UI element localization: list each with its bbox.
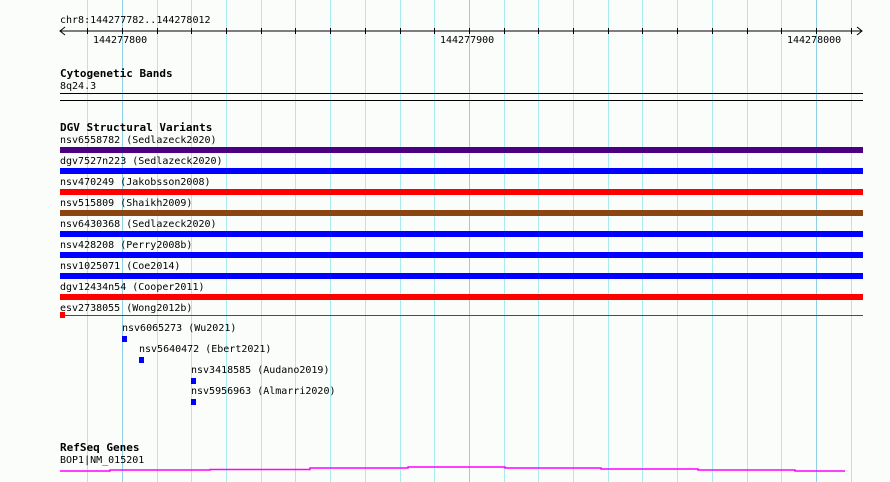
variant-block[interactable] — [122, 336, 127, 342]
grid-line — [330, 0, 331, 482]
gene-feature[interactable] — [0, 460, 890, 480]
variant-bar[interactable] — [60, 168, 863, 174]
track-separator — [60, 100, 863, 101]
variant-label: nsv1025071 (Coe2014) — [60, 261, 181, 272]
variant-block[interactable] — [191, 399, 196, 405]
variant-label: dgv12434n54 (Cooper2011) — [60, 282, 205, 293]
grid-line — [608, 0, 609, 482]
variant-label: nsv6558782 (Sedlazeck2020) — [60, 135, 217, 146]
grid-line — [677, 0, 678, 482]
variant-label: esv2738055 (Wong2012b) — [60, 303, 193, 314]
variant-bar[interactable] — [60, 273, 863, 279]
grid-line — [365, 0, 366, 482]
cytoband-label: 8q24.3 — [60, 81, 97, 92]
track-title-cytobands: Cytogenetic Bands — [60, 67, 173, 80]
variant-label: nsv470249 (Jakobsson2008) — [60, 177, 211, 188]
variant-label: nsv3418585 (Audano2019) — [191, 365, 330, 376]
grid-line — [469, 0, 470, 482]
grid-line — [573, 0, 574, 482]
variant-bar[interactable] — [60, 315, 863, 316]
grid-line — [504, 0, 505, 482]
ruler-label: 144277900 — [440, 35, 495, 46]
variant-bar[interactable] — [60, 147, 863, 153]
grid-line — [851, 0, 852, 482]
grid-line — [816, 0, 817, 482]
location-label: chr8:144277782..144278012 — [60, 15, 211, 26]
cytoband-feature[interactable] — [60, 93, 863, 94]
gene-label: BOP1|NM_015201 — [60, 455, 145, 466]
variant-label: nsv515809 (Shaikh2009) — [60, 198, 193, 209]
grid-line — [226, 0, 227, 482]
ruler-axis[interactable] — [58, 25, 868, 37]
ruler-label: 144278000 — [787, 35, 842, 46]
variant-block[interactable] — [139, 357, 144, 363]
variant-label: nsv5640472 (Ebert2021) — [139, 344, 272, 355]
variant-label: nsv5956963 (Almarri2020) — [191, 386, 336, 397]
ruler-label: 144277800 — [93, 35, 148, 46]
grid-line — [434, 0, 435, 482]
grid-line — [538, 0, 539, 482]
variant-block[interactable] — [191, 378, 196, 384]
variant-bar[interactable] — [60, 189, 863, 195]
grid-line — [191, 0, 192, 482]
variant-label: nsv428208 (Perry2008b) — [60, 240, 193, 251]
variant-label: nsv6065273 (Wu2021) — [122, 323, 237, 334]
variant-bar[interactable] — [60, 252, 863, 258]
grid-line — [261, 0, 262, 482]
grid-line — [400, 0, 401, 482]
variant-bar[interactable] — [60, 294, 863, 300]
grid-line — [642, 0, 643, 482]
grid-line — [87, 0, 88, 482]
grid-line — [157, 0, 158, 482]
variant-label: dgv7527n223 (Sedlazeck2020) — [60, 156, 223, 167]
variant-bar[interactable] — [60, 231, 863, 237]
variant-label: nsv6430368 (Sedlazeck2020) — [60, 219, 217, 230]
grid-line — [122, 0, 123, 482]
track-title-dgv: DGV Structural Variants — [60, 121, 213, 134]
grid-line — [295, 0, 296, 482]
variant-bar[interactable] — [60, 210, 863, 216]
grid-line — [781, 0, 782, 482]
grid-line — [712, 0, 713, 482]
grid-line — [747, 0, 748, 482]
track-title-refseq: RefSeq Genes — [60, 441, 140, 454]
